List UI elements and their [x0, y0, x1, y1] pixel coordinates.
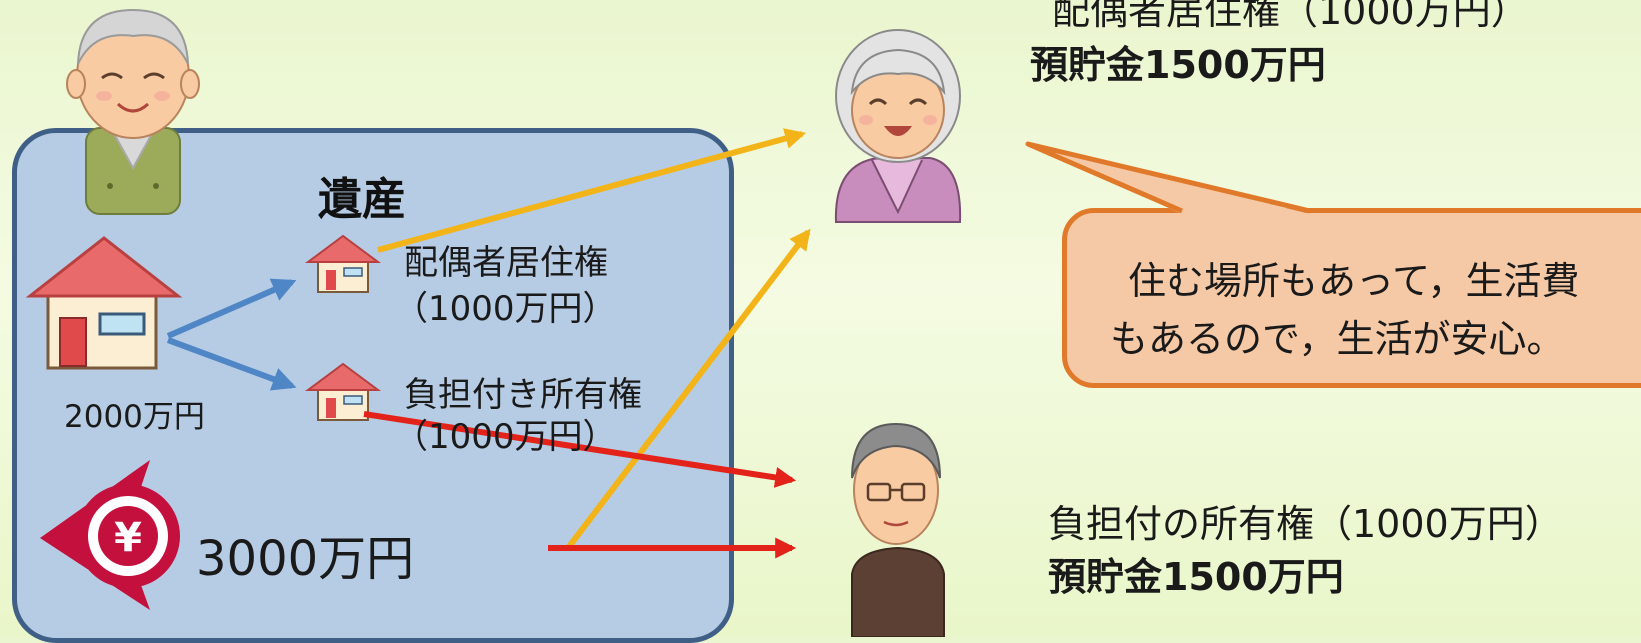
estate-title: 遺産 — [318, 174, 406, 225]
bubble-tail — [1025, 141, 1311, 214]
bubble-text-line2: もあるので，生活が安心。 — [1110, 317, 1565, 361]
small-house-icon-2 — [304, 362, 382, 421]
yen-icon: ¥ — [40, 460, 180, 610]
house-value-label: 2000万円 — [64, 399, 205, 435]
spouse-inheritance-line1: 配偶者居住権（1000万円） — [1052, 0, 1529, 33]
bubble-text-line1: 住む場所もあって，生活費 — [1128, 259, 1580, 303]
grandfather-icon — [66, 8, 200, 215]
burdened-ownership-amount: （1000万円） — [394, 417, 617, 457]
child-inheritance-line1: 負担付の所有権（1000万円） — [1048, 502, 1563, 546]
son-icon — [851, 422, 945, 637]
house-icon — [25, 236, 183, 370]
red-arrows — [363, 411, 797, 559]
grandmother-icon — [834, 29, 962, 223]
small-house-icon-1 — [304, 234, 382, 293]
spouse-residence-right-amount: （1000万円） — [394, 289, 617, 329]
speech-bubble — [1062, 208, 1641, 388]
blue-arrows — [166, 278, 297, 391]
yellow-arrows — [377, 128, 811, 551]
svg-text:¥: ¥ — [114, 515, 142, 561]
child-inheritance-line2: 預貯金1500万円 — [1048, 555, 1344, 599]
cash-value-label: 3000万円 — [196, 531, 415, 587]
spouse-inheritance-line2: 預貯金1500万円 — [1030, 43, 1326, 87]
spouse-residence-right-label: 配偶者居住権 — [404, 243, 608, 283]
burdened-ownership-label: 負担付き所有権 — [404, 375, 642, 415]
